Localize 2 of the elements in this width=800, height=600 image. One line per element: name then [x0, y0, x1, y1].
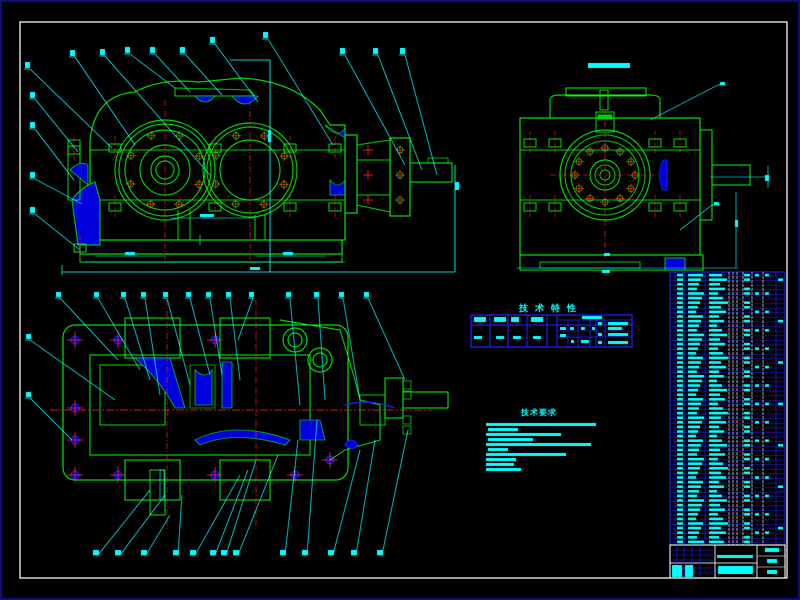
table-heading: 技术特性 [519, 305, 583, 314]
notes-heading: 技术要求 [521, 409, 557, 417]
